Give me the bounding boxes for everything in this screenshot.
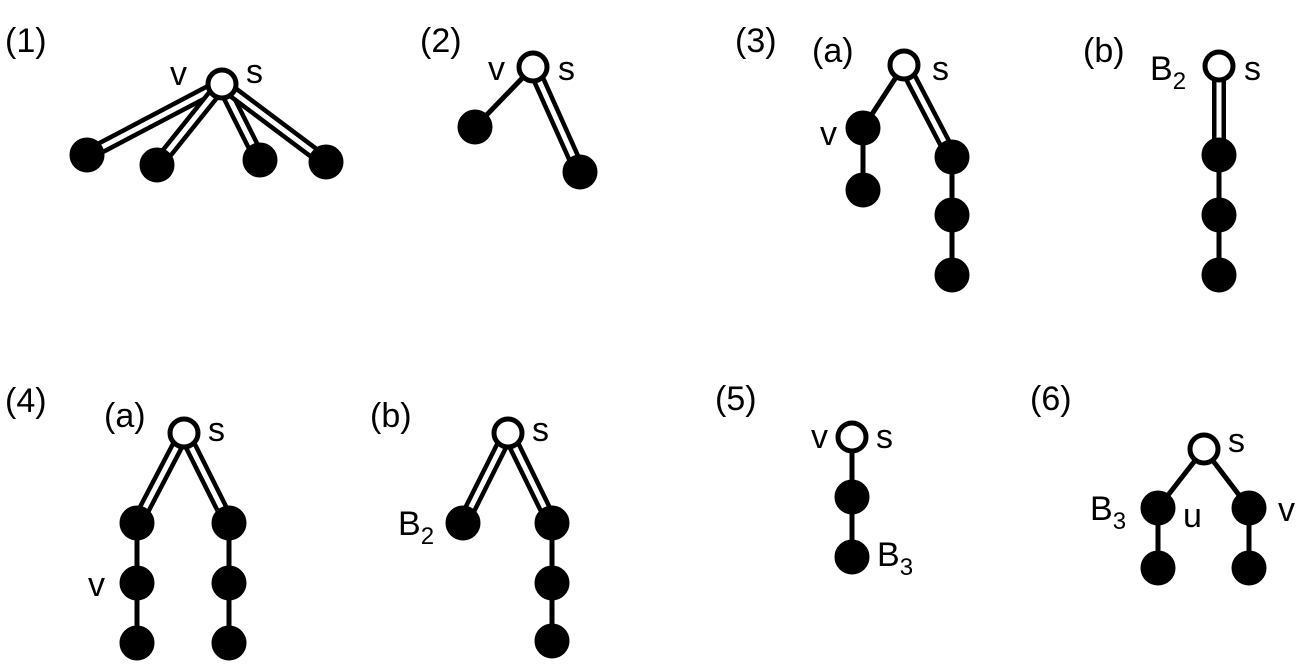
panel-2-number: (2): [420, 22, 462, 60]
panel-1-leaf-vertex: [69, 137, 105, 173]
panel-4a-hub-vertex: [167, 416, 201, 450]
panel-6-vertex: [1140, 550, 1176, 586]
panel-6-B-label: B3: [1090, 490, 1126, 535]
panel-6-s-label: s: [1228, 422, 1245, 460]
panel-4b-hub-vertex: [491, 416, 525, 450]
panel-4a-vertex: [211, 625, 247, 661]
panel-5-s-label: s: [876, 418, 893, 456]
panel-2-hub-vertex: [516, 50, 550, 84]
panel-3b-vertex: [1201, 137, 1237, 173]
panel-4b-vertex: [534, 565, 570, 601]
panel-1-number: (1): [5, 22, 47, 60]
panel-5-vertex: [834, 479, 870, 515]
panel-3a-vertex: [934, 197, 970, 233]
panel-4-number: (4): [5, 382, 47, 420]
panel-3a-vertex: [934, 257, 970, 293]
panel-6-number: (6): [1030, 380, 1072, 418]
panel-2-leaf-vertex: [457, 109, 493, 145]
panel-4a-s-label: s: [208, 411, 225, 449]
panel-4a-vertex: [211, 565, 247, 601]
panel-6-u-label: u: [1183, 497, 1202, 535]
panel-5-vertex: [834, 539, 870, 575]
panel-4a-vertex: [211, 505, 247, 541]
panel-1-hub-vertex: [205, 67, 239, 101]
panel-4b-vertex: [534, 505, 570, 541]
panel-5-hub-vertex: [835, 420, 869, 454]
panel-3a-v-label: v: [820, 115, 837, 153]
panel-2-s-label: s: [558, 50, 575, 88]
panel-3a-s-label: s: [932, 50, 949, 88]
panel-5-number: (5): [715, 380, 757, 418]
panel-1-double-edge: [80, 77, 229, 162]
panel-1-double-edge: [215, 77, 333, 169]
panel-3a-label: (a): [812, 32, 854, 70]
panel-3a-v-vertex: [845, 110, 881, 146]
panel-1-leaf-vertex: [308, 144, 344, 180]
panel-4b-vertex: [534, 623, 570, 659]
panel-3b-label: (b): [1083, 32, 1125, 70]
panel-1-leaf-vertex: [139, 147, 175, 183]
vertices-layer: [69, 48, 1267, 661]
panel-6-vertex: [1140, 490, 1176, 526]
panel-3-number: (3): [735, 22, 777, 60]
panel-6-v-label: v: [1278, 491, 1295, 529]
panel-3b-s-label: s: [1244, 50, 1261, 88]
panel-4a-vertex: [119, 505, 155, 541]
panel-4b-B-label: B2: [398, 505, 434, 550]
panel-2-leaf-vertex: [562, 154, 598, 190]
panel-6-hub-vertex: [1187, 432, 1221, 466]
panel-6-vertex: [1231, 490, 1267, 526]
panel-5-B-label: B3: [877, 536, 913, 581]
panel-6-vertex: [1231, 550, 1267, 586]
panel-4b-s-label: s: [532, 411, 549, 449]
panel-3b-hub-vertex: [1202, 49, 1236, 83]
panel-3a-vertex: [934, 139, 970, 175]
panel-1-leaf-vertex: [242, 142, 278, 178]
panel-3a-vertex: [845, 172, 881, 208]
panel-5-v-label: v: [811, 418, 828, 456]
panel-1-v-label: v: [170, 55, 187, 93]
panel-4b-vertex: [445, 505, 481, 541]
panel-4a-v-label: v: [88, 566, 105, 604]
panel-2-v-label: v: [488, 50, 505, 88]
panel-2-double-edge: [526, 60, 587, 179]
panel-4a-label: (a): [104, 397, 146, 435]
panel-4a-vertex: [119, 565, 155, 601]
panel-3b-vertex: [1201, 257, 1237, 293]
panel-3a-hub-vertex: [887, 48, 921, 82]
panel-4b-label: (b): [370, 397, 412, 435]
panel-4a-vertex: [119, 625, 155, 661]
panel-3b-B-label: B2: [1150, 50, 1186, 95]
panel-3b-vertex: [1201, 197, 1237, 233]
panel-1-s-label: s: [246, 53, 263, 91]
